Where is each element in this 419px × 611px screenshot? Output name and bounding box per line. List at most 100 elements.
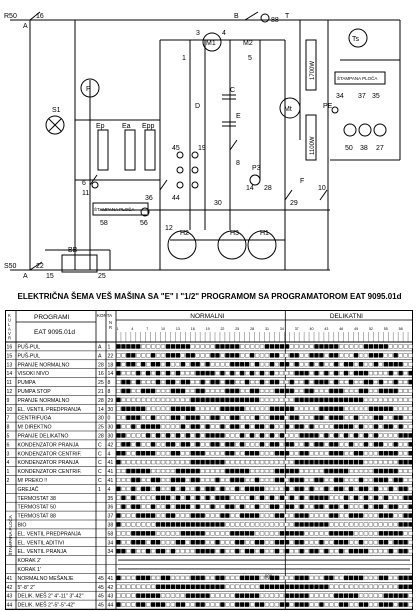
- timing-cell-on: [155, 477, 161, 483]
- timing-cell-on: [160, 548, 166, 554]
- timing-cell-off: [180, 495, 185, 500]
- timing-cell-off: [245, 540, 250, 545]
- timing-cell-on: [398, 415, 403, 420]
- timing-cell-off: [170, 602, 176, 607]
- timing-cell-off: [240, 424, 245, 429]
- timing-cell-off: [230, 593, 235, 598]
- pump-label: P: [86, 86, 91, 93]
- timing-cell-off: [175, 549, 180, 554]
- timing-cell-on: [170, 451, 176, 456]
- timing-cell-off: [165, 602, 171, 607]
- timing-cell-on: [146, 575, 151, 581]
- timing-cell-on: [324, 433, 329, 438]
- timing-cell-off: [299, 344, 304, 349]
- timing-cell-off: [264, 460, 270, 465]
- timing-cell-on: [329, 353, 334, 358]
- timing-cell-on: [165, 513, 171, 518]
- timing-cell-on: [279, 602, 284, 607]
- timing-cell-on: [155, 522, 161, 527]
- timing-cell-on: [235, 397, 240, 403]
- timing-cell-on: [190, 353, 195, 358]
- timing-cell-off: [210, 424, 215, 429]
- timing-cell-off: [344, 513, 349, 518]
- timing-cell-on: [289, 406, 294, 411]
- timing-cell-off: [155, 575, 161, 580]
- program-name: KORAK 1': [18, 567, 41, 573]
- timing-cell-off: [309, 344, 314, 349]
- timing-cell-on: [165, 522, 171, 527]
- timing-cell-off: [146, 344, 151, 349]
- timing-cell-on: [180, 468, 185, 474]
- timing-cell-on: [249, 433, 255, 438]
- timing-cell-off: [294, 388, 299, 393]
- timing-cell-off: [358, 344, 364, 349]
- timing-cell-on: [403, 522, 408, 527]
- timing-cell-on: [334, 379, 339, 385]
- timing-cell-on: [378, 344, 383, 349]
- timing-cell-on: [230, 379, 235, 385]
- timing-cell-on: [235, 424, 240, 429]
- timing-cell-off: [235, 584, 240, 589]
- heater-1100w-label: 1100W: [310, 136, 316, 155]
- timing-cell-off: [264, 397, 270, 402]
- timing-cell-off: [269, 388, 275, 393]
- timing-cell-off: [225, 575, 230, 580]
- timing-cell-off: [230, 433, 235, 438]
- timing-cell-off: [329, 540, 334, 545]
- timing-cell-off: [165, 406, 171, 411]
- timing-cell-on: [304, 459, 309, 465]
- timing-cell-on: [319, 584, 324, 589]
- timing-cell-on: [121, 451, 126, 456]
- timing-cell-off: [284, 495, 289, 500]
- timing-cell-off: [175, 513, 180, 518]
- timing-cell-off: [348, 344, 354, 349]
- timing-cell-on: [230, 415, 235, 420]
- timing-cell-on: [230, 504, 235, 509]
- timing-cell-off: [180, 451, 185, 456]
- timing-cell-off: [368, 531, 374, 536]
- timing-cell-off: [363, 362, 369, 367]
- timing-cell-on: [165, 495, 171, 500]
- contact-b: 30: [108, 407, 114, 413]
- timing-cell-off: [205, 344, 210, 349]
- timing-cell-on: [279, 388, 284, 394]
- timing-cell-on: [344, 362, 349, 367]
- contact-a: 30: [98, 416, 104, 422]
- page-title: ELEKTRIČNA ŠEMA VEŠ MAŠINA SA "E" I "1/2…: [17, 292, 402, 301]
- timing-cell-off: [245, 460, 250, 465]
- timing-cell-off: [353, 602, 359, 607]
- timing-cell-on: [195, 468, 200, 474]
- timing-cell-on: [388, 468, 393, 474]
- timing-cell-on: [289, 531, 294, 536]
- timing-cell-on: [121, 388, 126, 394]
- timing-cell-off: [190, 344, 195, 349]
- timing-cell-off: [314, 362, 319, 367]
- timing-cell-off: [324, 540, 329, 545]
- timing-cell-off: [160, 424, 166, 429]
- timing-cell-on: [254, 593, 260, 598]
- thermostat-ts-label: Ts: [352, 36, 360, 43]
- timing-cell-on: [155, 486, 161, 492]
- timing-cell-off: [353, 362, 359, 367]
- timing-cell-off: [368, 433, 374, 438]
- timing-cell-off: [398, 451, 403, 456]
- timing-cell-off: [324, 451, 329, 456]
- timing-cell-on: [185, 531, 190, 536]
- contact-b: 34: [108, 549, 114, 555]
- timing-cell-on: [309, 584, 314, 589]
- contact-a: 45: [98, 576, 104, 582]
- timing-cell-on: [339, 602, 344, 607]
- column-label-letter: K: [8, 313, 11, 318]
- timing-cell-off: [121, 513, 126, 518]
- timing-cell-on: [259, 379, 265, 385]
- program-name: DELIK. MEŠ 2" 4"-11" 3"-42": [18, 593, 84, 600]
- timing-cell-on: [225, 513, 230, 518]
- timing-cell-on: [304, 433, 309, 438]
- program-name: PUMPA: [18, 380, 37, 386]
- timing-cell-on: [383, 540, 388, 545]
- timing-cell-on: [269, 504, 275, 509]
- timing-cell-off: [334, 575, 339, 580]
- timing-cell-off: [269, 469, 275, 474]
- timing-cell-off: [264, 602, 270, 607]
- timing-cell-off: [373, 549, 378, 554]
